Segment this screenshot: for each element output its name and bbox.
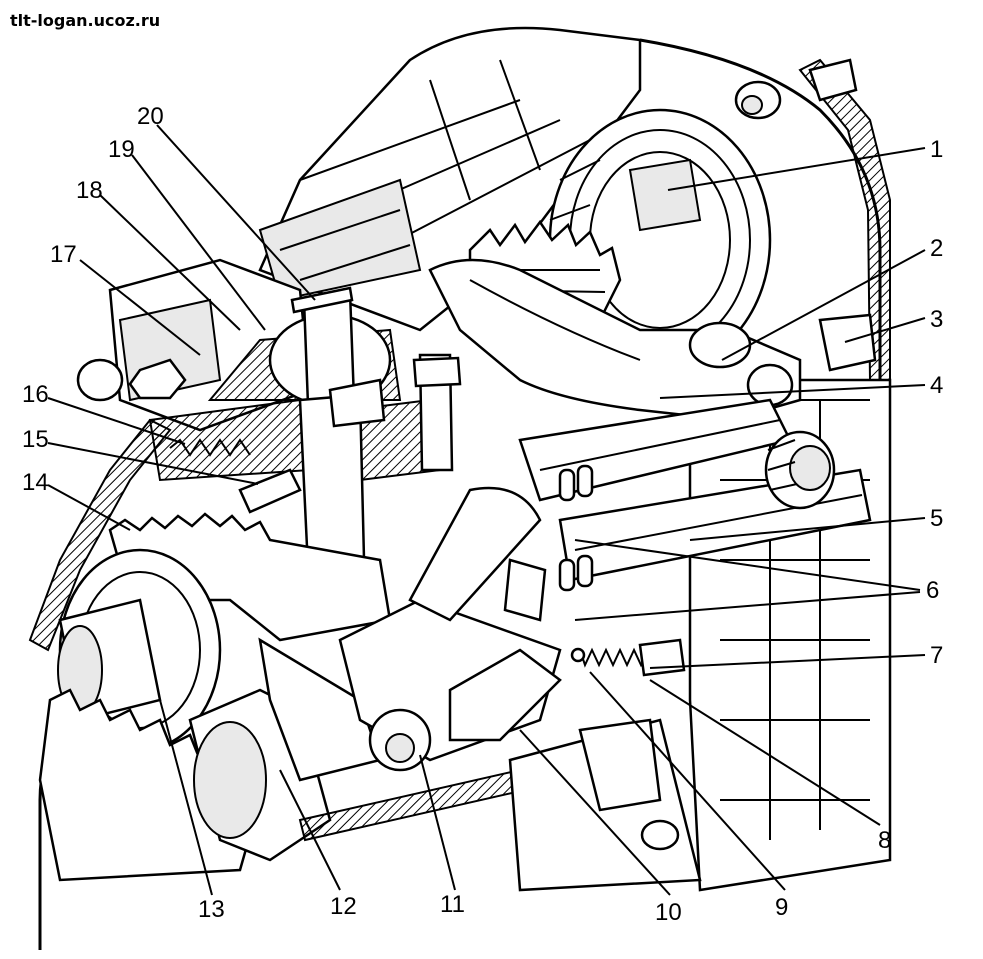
callout-18: 18 xyxy=(76,177,103,204)
callout-14: 14 xyxy=(22,469,49,496)
selector-mechanism xyxy=(76,258,462,612)
callout-16: 16 xyxy=(22,381,49,408)
shift-rods xyxy=(518,398,872,582)
callout-1: 1 xyxy=(930,136,943,163)
detent-spring xyxy=(570,638,686,677)
shift-fork xyxy=(428,258,877,422)
lower-base xyxy=(298,718,702,892)
leader-lines xyxy=(47,124,926,896)
reverse-lever xyxy=(338,486,562,772)
callout-9: 9 xyxy=(775,894,788,921)
interlock-pins xyxy=(558,464,594,592)
callout-2: 2 xyxy=(930,235,943,262)
callout-19: 19 xyxy=(108,136,135,163)
callout-6: 6 xyxy=(926,577,939,604)
callout-20: 20 xyxy=(137,103,164,130)
callout-17: 17 xyxy=(50,241,77,268)
callout-3: 3 xyxy=(930,306,943,333)
watermark: tlt-logan.ucoz.ru xyxy=(10,11,160,30)
callout-4: 4 xyxy=(930,372,943,399)
callout-11: 11 xyxy=(440,891,465,918)
callout-7: 7 xyxy=(930,642,943,669)
callout-10: 10 xyxy=(655,899,682,926)
callout-12: 12 xyxy=(330,893,357,920)
callout-13: 13 xyxy=(198,896,225,923)
callout-15: 15 xyxy=(22,426,49,453)
callout-labels: 1 2 3 4 5 6 7 8 9 10 11 12 13 14 15 16 1… xyxy=(22,103,943,926)
callout-5: 5 xyxy=(930,505,943,532)
callout-8: 8 xyxy=(878,827,891,854)
reverse-gears xyxy=(38,512,392,882)
